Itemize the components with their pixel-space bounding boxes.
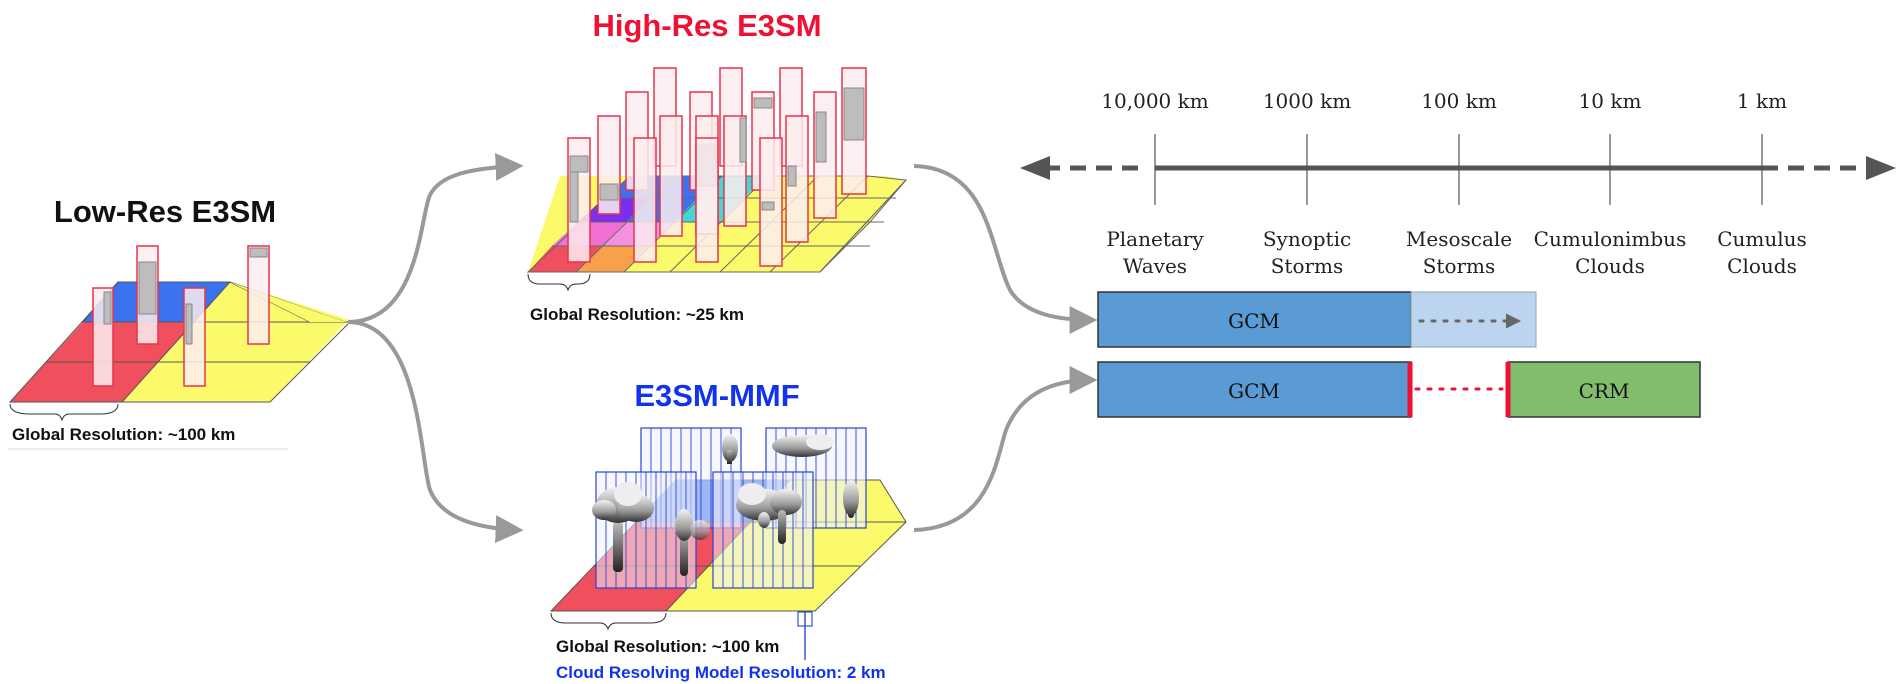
double-arrow-axis-icon	[1020, 156, 1896, 180]
low-res-bracket	[9, 403, 119, 422]
high-res-title: High-Res E3SM	[592, 8, 821, 43]
mmf-title: E3SM-MMF	[634, 378, 799, 413]
mmf-crm-resolution: Cloud Resolving Model Resolution: 2 km	[556, 663, 886, 682]
phenomenon-label: Storms	[1271, 254, 1344, 278]
scale-tick-label: 1000 km	[1263, 89, 1351, 113]
mmf-panel: E3SM-MMF	[549, 378, 907, 682]
low-res-columns	[92, 245, 270, 387]
mmf-bracket	[550, 612, 667, 631]
phenomenon-label: Cumulonimbus	[1534, 227, 1687, 251]
high-res-panel: High-Res E3SM	[526, 8, 908, 324]
scale-tick-label: 10 km	[1579, 89, 1642, 113]
curved-arrow-icon	[913, 164, 1098, 532]
gcm-label-1: GCM	[1228, 309, 1280, 333]
mmf-bar-row-2: GCM CRM	[1097, 361, 1701, 418]
gcm-label-2: GCM	[1228, 379, 1280, 403]
gcm-bar	[1097, 361, 1412, 418]
low-res-resolution: Global Resolution: ~100 km	[12, 425, 235, 444]
curved-arrow-icon	[347, 152, 524, 544]
gcm-bar-row-1: GCM	[1097, 291, 1537, 348]
high-res-columns	[567, 67, 867, 267]
high-res-bracket	[527, 273, 591, 292]
scale-tick-label: 1 km	[1737, 89, 1787, 113]
phenomenon-label: Planetary	[1106, 227, 1204, 251]
crm-pointer-box	[797, 611, 813, 627]
phenomenon-label: Clouds	[1727, 254, 1797, 278]
phenomenon-label: Cumulus	[1717, 227, 1807, 251]
cloud-icon	[592, 434, 859, 576]
phenomenon-label: Clouds	[1575, 254, 1645, 278]
phenomenon-label: Storms	[1423, 254, 1496, 278]
scale-tick-label: 100 km	[1421, 89, 1497, 113]
scale-tick-label: 10,000 km	[1101, 89, 1208, 113]
gcm-bar	[1097, 291, 1412, 348]
phenomenon-label: Synoptic	[1263, 227, 1351, 251]
low-res-grid	[8, 281, 352, 403]
low-res-title: Low-Res E3SM	[54, 194, 276, 229]
high-res-resolution: Global Resolution: ~25 km	[530, 305, 744, 324]
phenomenon-label: Waves	[1123, 254, 1187, 278]
phenomenon-label: Mesoscale	[1406, 227, 1512, 251]
low-res-panel: Low-Res E3SM Global	[8, 194, 352, 450]
mmf-resolution: Global Resolution: ~100 km	[556, 637, 779, 656]
crm-label: CRM	[1579, 379, 1630, 403]
